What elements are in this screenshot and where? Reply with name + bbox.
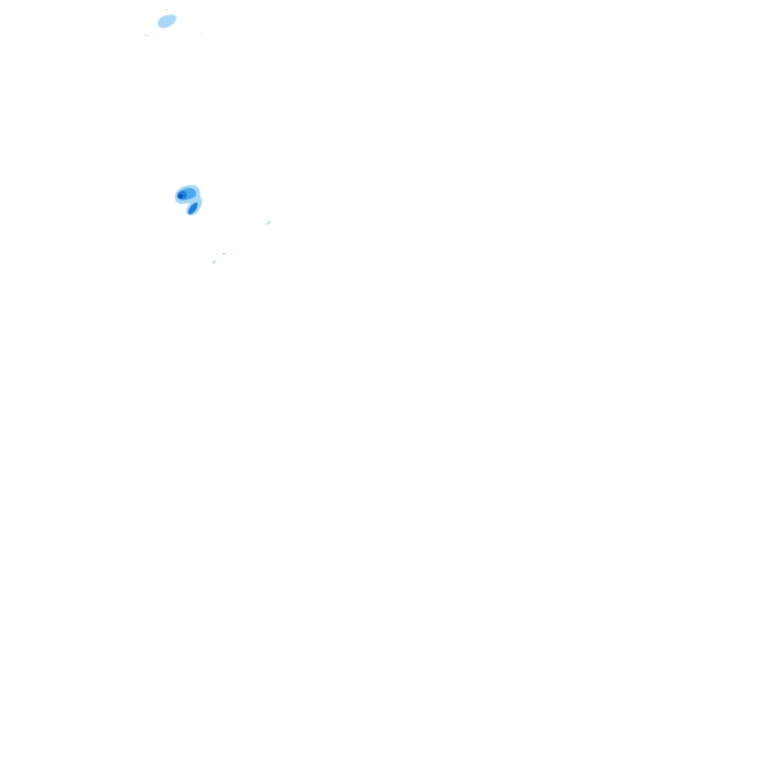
precip-speck-east — [266, 221, 271, 225]
precip-cell-central-tail — [188, 202, 198, 215]
precip-cell-central-core — [178, 194, 183, 199]
precip-speck-south — [212, 253, 225, 264]
precip-cell-north — [143, 14, 202, 37]
precip-speck-south-mark-1 — [212, 260, 216, 264]
precip-speck-west-mark — [166, 9, 168, 11]
precip-cell-north-speck — [200, 34, 202, 36]
precip-speck-east-mark — [266, 221, 271, 225]
precip-speck-west — [166, 9, 168, 11]
precip-cell-north-tail — [143, 34, 150, 37]
precip-cell-central — [175, 184, 203, 216]
precip-cell-north-core — [157, 14, 177, 28]
precip-speck-south-mark-2 — [223, 253, 225, 255]
